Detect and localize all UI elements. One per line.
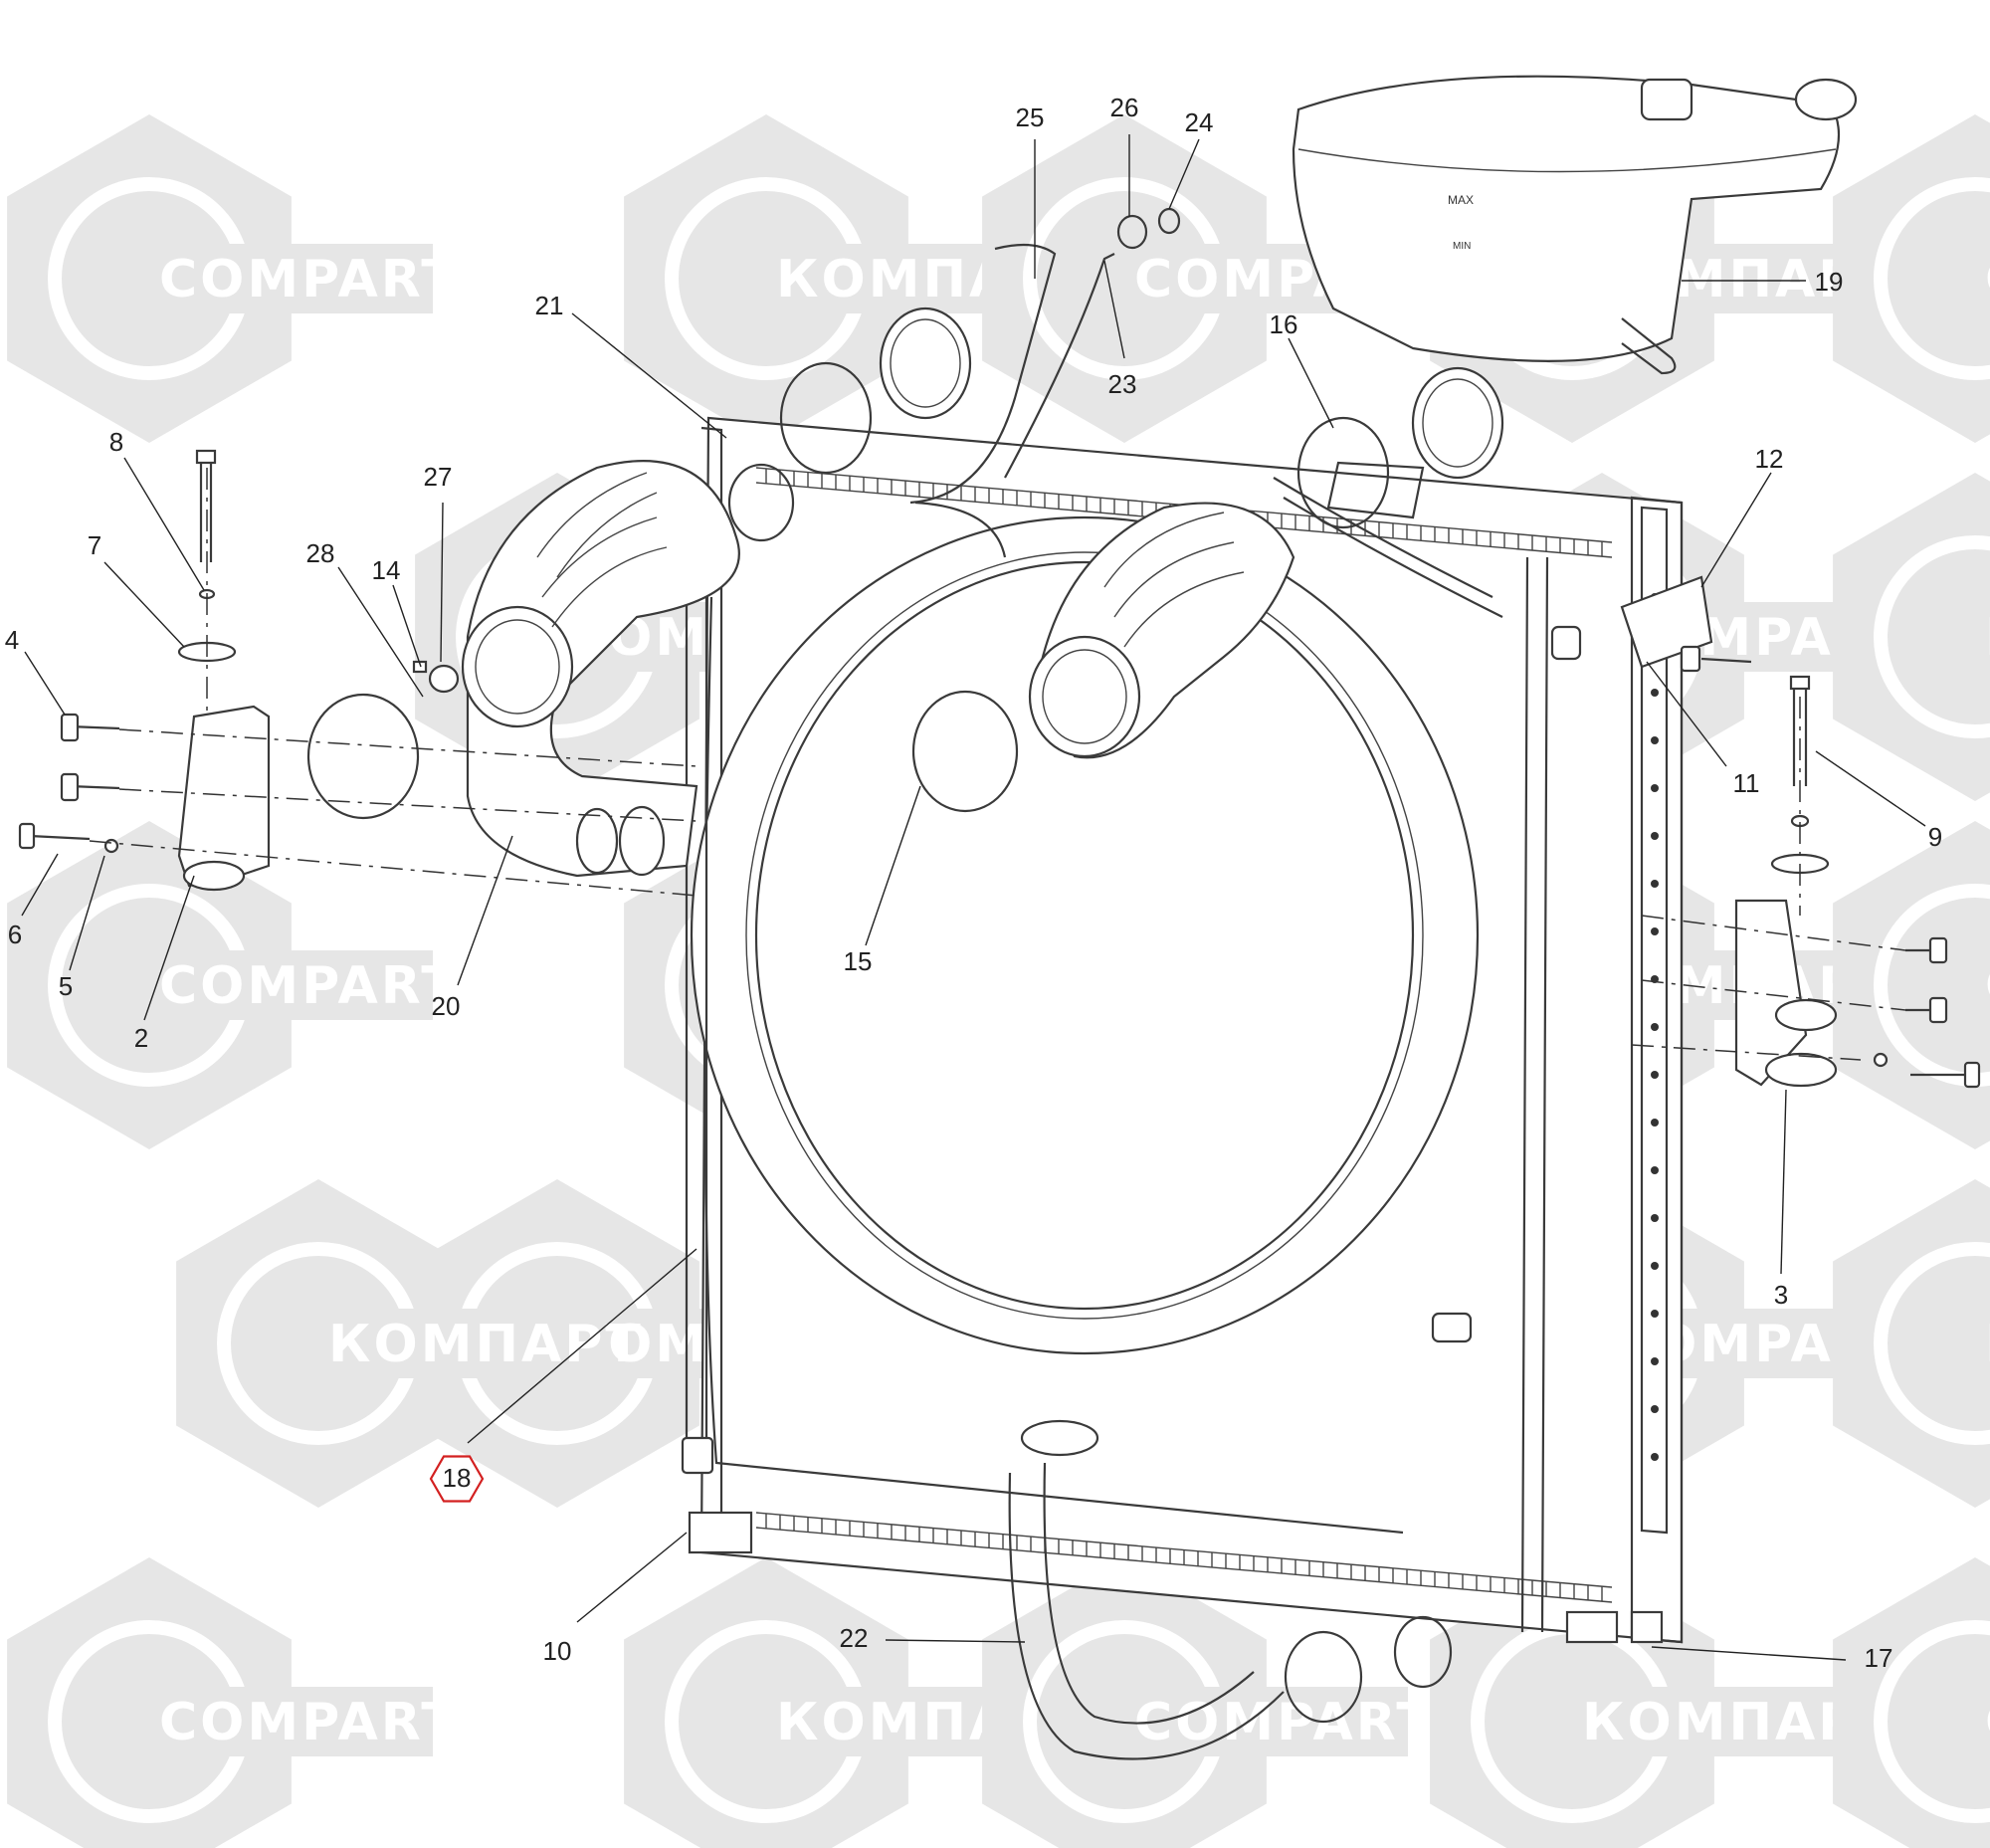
watermark-text: КОМПАРТ — [1985, 1315, 1990, 1374]
watermark-bar — [1119, 1687, 1408, 1756]
watermark-hexagon — [1833, 821, 1990, 1149]
watermark-ring — [1874, 1242, 1990, 1445]
watermark-bar — [1970, 602, 1990, 672]
watermark-hexagon — [1833, 473, 1990, 801]
radiator-fins-top — [765, 468, 1603, 557]
callout-9[interactable]: 9 — [1928, 822, 1942, 852]
watermark-text: COMPART — [1985, 250, 1990, 309]
radiator-assembly — [681, 416, 1684, 1644]
callout-27[interactable]: 27 — [424, 462, 453, 492]
callout-17[interactable]: 17 — [1865, 1643, 1893, 1673]
callout-5[interactable]: 5 — [59, 971, 73, 1001]
watermark-text: COMPART — [159, 1693, 460, 1752]
callout-3[interactable]: 3 — [1774, 1280, 1788, 1310]
callout-28[interactable]: 28 — [306, 538, 335, 568]
watermark-tile: КОМПАРТ — [1833, 1179, 1990, 1508]
watermark-tile: COMPART — [7, 821, 460, 1149]
watermark-hexagon — [1833, 1179, 1990, 1508]
hose-clamps — [306, 207, 1453, 1724]
callout-25[interactable]: 25 — [1016, 103, 1045, 132]
callout-21[interactable]: 21 — [535, 291, 564, 320]
callout-11[interactable]: 11 — [1733, 768, 1760, 798]
callout-19[interactable]: 19 — [1815, 267, 1844, 297]
watermark-bar — [144, 244, 433, 313]
callouts: 2 3 4 5 6 7 8 9 10 11 12 14 15 16 17 18 … — [5, 93, 1942, 1673]
watermark-tile: КОМПАРТ — [176, 1179, 644, 1508]
radiator-fins-bottom — [765, 1513, 1603, 1602]
alignment-lines — [89, 468, 1906, 1061]
watermark-text: КОМПАРТ — [328, 1315, 644, 1374]
callout-4[interactable]: 4 — [5, 625, 19, 655]
watermark-ring — [1874, 177, 1990, 380]
callout-12[interactable]: 12 — [1755, 444, 1784, 474]
callout-15[interactable]: 15 — [844, 946, 873, 976]
watermark-hexagon — [1833, 114, 1990, 443]
watermark-bar — [1567, 1687, 1856, 1756]
callout-23[interactable]: 23 — [1108, 369, 1137, 399]
watermark-tile: COMPART — [1833, 114, 1990, 443]
callout-2[interactable]: 2 — [134, 1023, 148, 1053]
watermark-bar — [144, 950, 433, 1020]
watermark-tile: COMPART — [7, 1557, 460, 1848]
watermark-hexagon — [1833, 1557, 1990, 1848]
callout-24[interactable]: 24 — [1185, 107, 1214, 137]
watermark-tile: COMPART — [1833, 1557, 1990, 1848]
watermark-text: COMPART — [159, 250, 460, 309]
watermark-text: COMPART — [159, 956, 460, 1016]
watermark-tile: COMPART — [1833, 821, 1990, 1149]
callout-26[interactable]: 26 — [1110, 93, 1139, 122]
watermark-bar — [144, 1687, 433, 1756]
watermark-tile: COMPART — [7, 114, 460, 443]
watermark-text: COMPART — [1134, 1693, 1435, 1752]
watermark-bar — [1970, 950, 1990, 1020]
callout-10[interactable]: 10 — [543, 1636, 572, 1666]
bolts-washers — [18, 449, 1981, 1089]
tank-max-mark: MAX — [1448, 193, 1474, 207]
watermark-ring — [1874, 535, 1990, 738]
watermark-bar — [1970, 1687, 1990, 1756]
tank-min-mark: MIN — [1453, 241, 1471, 252]
callout-18-highlight[interactable]: 18 — [429, 1455, 485, 1503]
watermark-bar — [313, 1309, 602, 1378]
mounting-brackets — [177, 705, 1838, 1088]
callout-6[interactable]: 6 — [8, 920, 22, 949]
coolant-hoses — [909, 243, 1503, 1760]
callout-22[interactable]: 22 — [840, 1623, 869, 1653]
callout-14[interactable]: 14 — [372, 555, 401, 585]
watermark-bar — [1970, 244, 1990, 313]
leader-lines — [21, 134, 1926, 1661]
watermark-text: COMPART — [1985, 956, 1990, 1016]
callout-8[interactable]: 8 — [109, 427, 123, 457]
watermark-text: COMPART — [1985, 1693, 1990, 1752]
callout-18[interactable]: 18 — [443, 1463, 472, 1493]
watermark-bar — [1970, 1309, 1990, 1378]
callout-16[interactable]: 16 — [1270, 309, 1298, 339]
watermark-tile: КОМПАРТ — [1833, 473, 1990, 801]
watermark-tile: КОМПАРТ — [1430, 1557, 1894, 1848]
expansion-tank: MAX MIN — [1292, 75, 1858, 375]
callout-20[interactable]: 20 — [432, 991, 461, 1021]
watermark-text: КОМПАРТ — [1985, 608, 1990, 668]
callout-7[interactable]: 7 — [88, 530, 101, 560]
charge-air-pipes — [461, 307, 1504, 878]
watermark-ring — [1874, 1620, 1990, 1823]
